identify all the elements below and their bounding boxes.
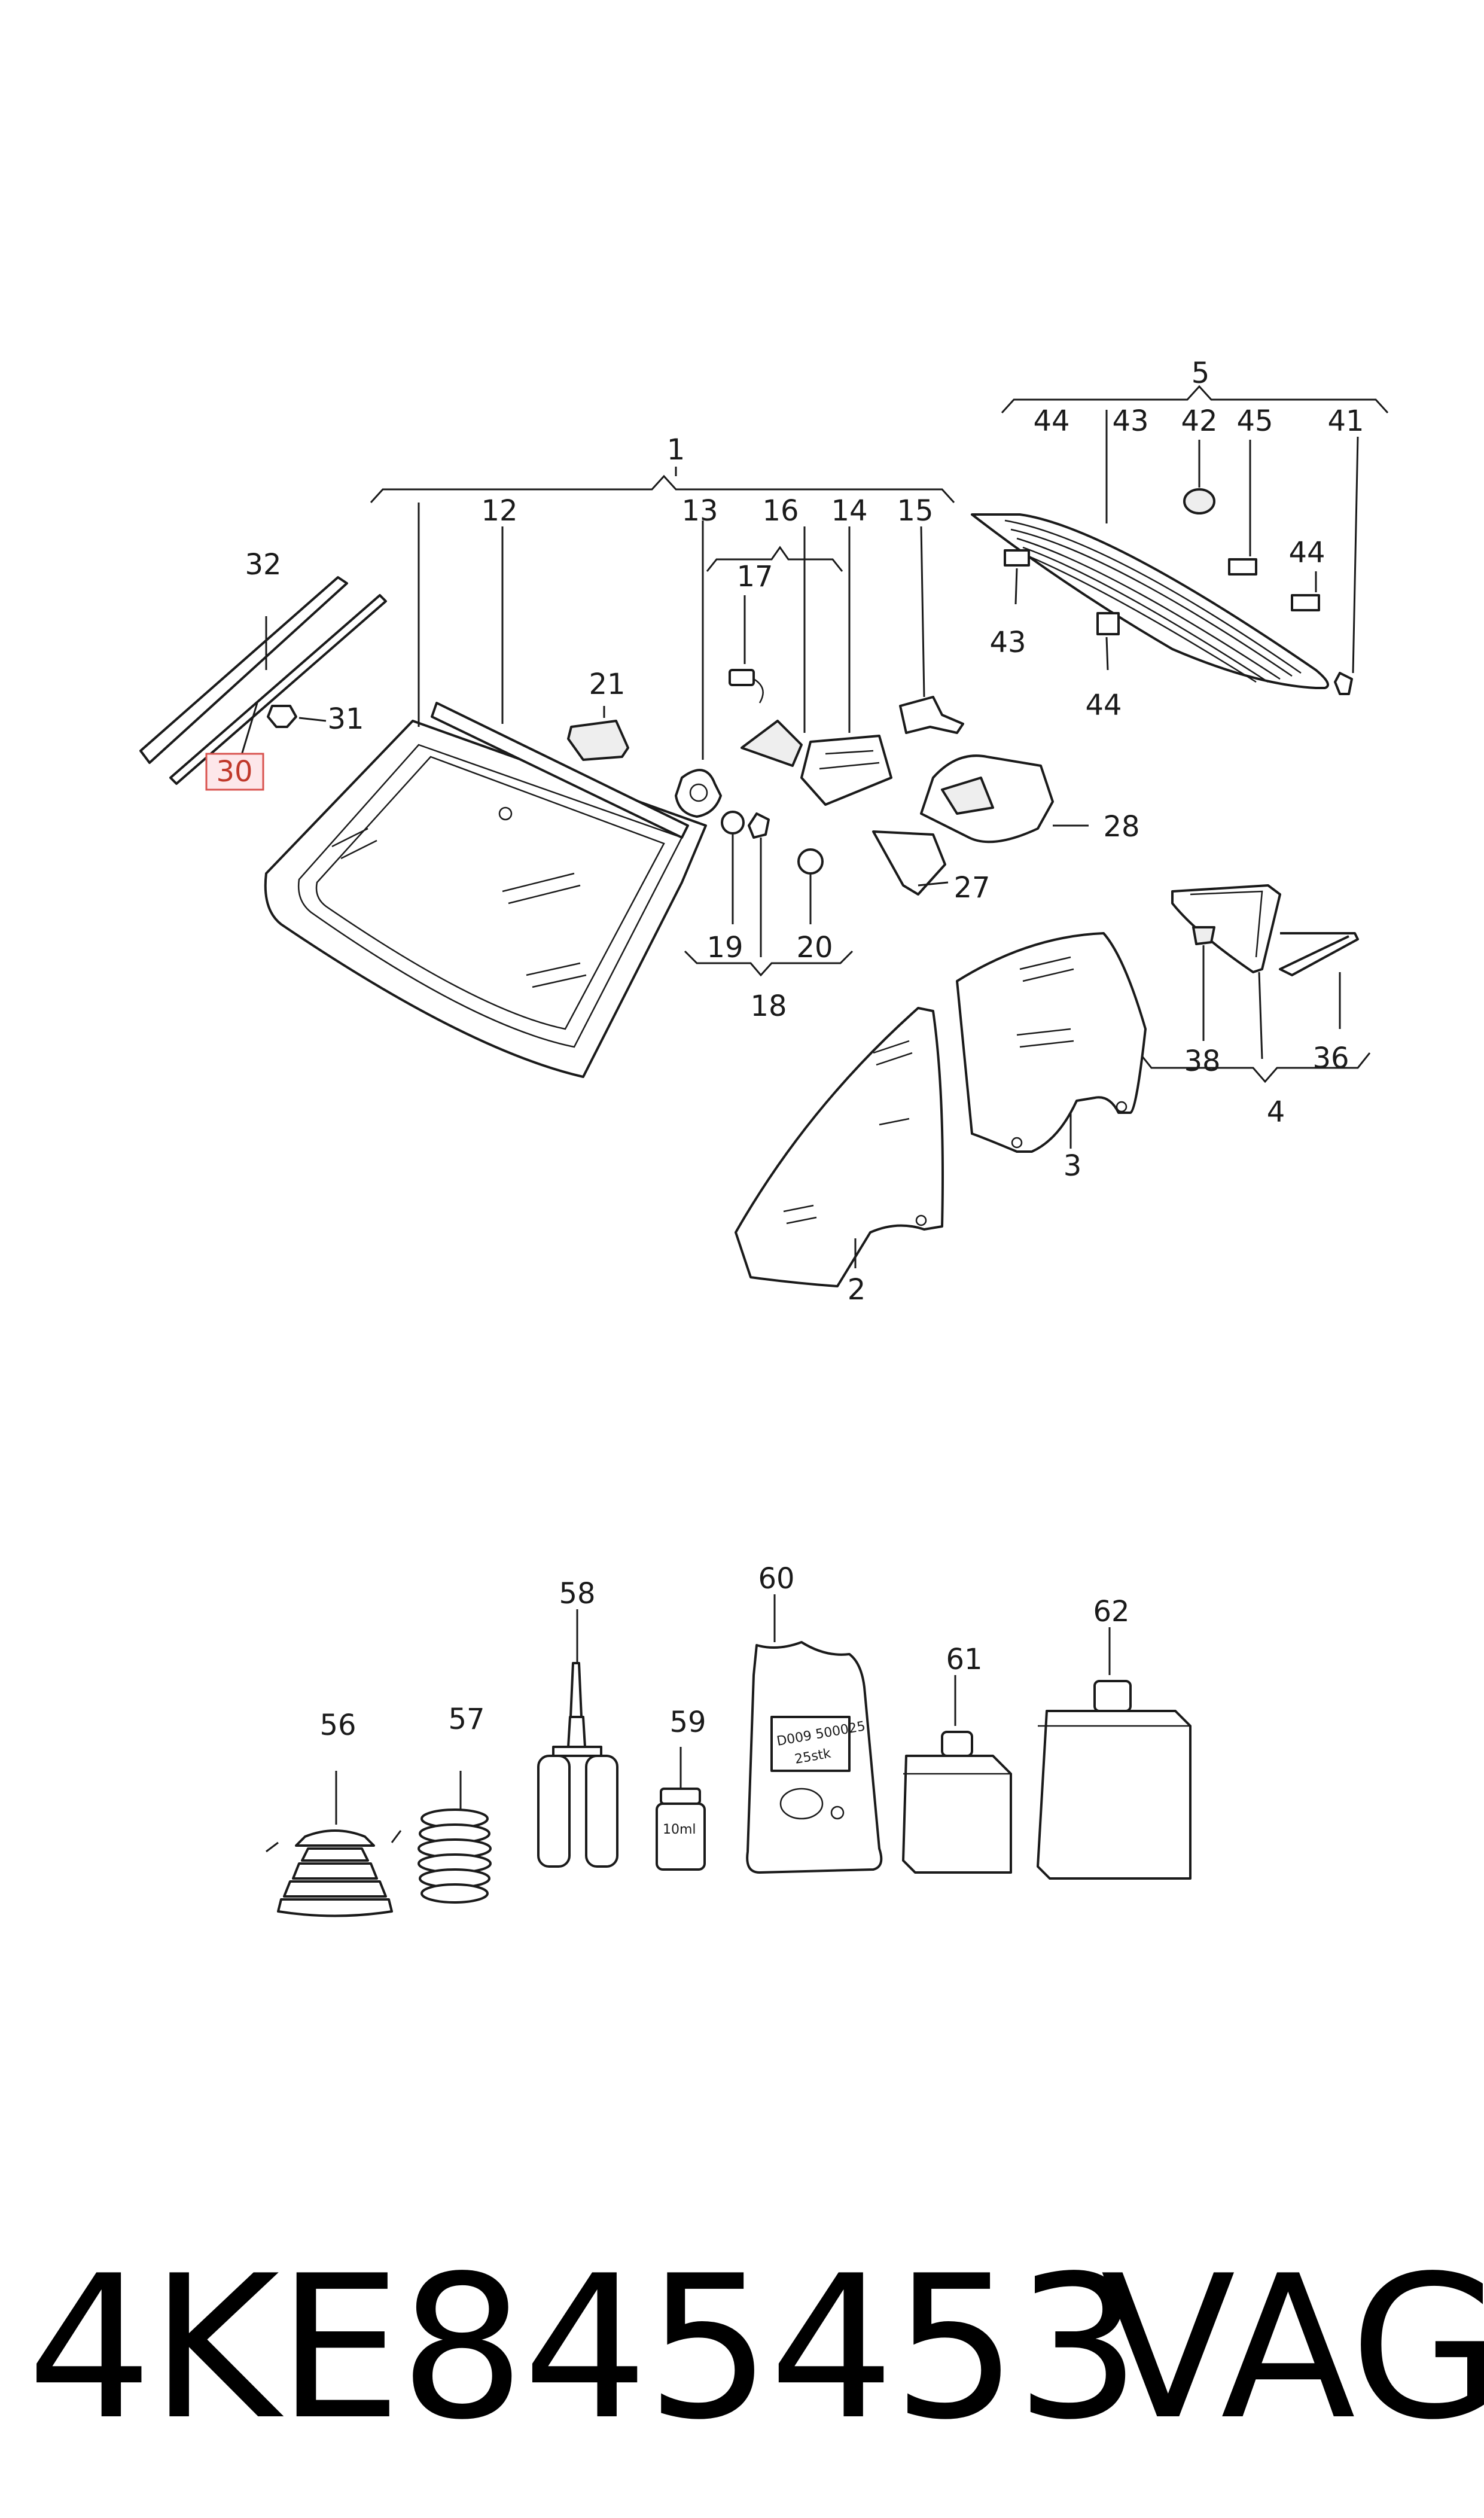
- sensor-cover-part: [567, 706, 629, 761]
- callout-label: 4: [1267, 1095, 1285, 1129]
- callout-label: 21: [589, 668, 625, 701]
- callout-label: 44: [1033, 404, 1069, 438]
- spring-coil-part: [418, 1771, 492, 1904]
- callout-label: 13: [681, 494, 718, 528]
- callout-label: 41: [1327, 404, 1364, 438]
- sensor-plug-part: [729, 595, 764, 704]
- windshield-part: [264, 503, 707, 1078]
- mirror-cover-part: [920, 754, 1089, 844]
- callout-label: 44: [1288, 536, 1325, 570]
- highlight-callout-30-box: [205, 753, 264, 791]
- callout-label: 43: [1112, 404, 1148, 438]
- callout-label: 19: [706, 931, 743, 964]
- quarter-glass-part: [1171, 884, 1359, 1059]
- callout-label: 42: [1181, 404, 1217, 438]
- brand-caption: VAG: [1101, 2233, 1484, 2463]
- door-glass-front-part: [735, 1007, 944, 1287]
- bracket-group-1: [370, 467, 955, 504]
- cleaning-cloth-bag-part: D009 500025 25stk: [746, 1594, 883, 1874]
- callout-label: 5: [1192, 357, 1210, 390]
- callout-label: 43: [989, 626, 1026, 659]
- door-glass-rear-part: [956, 932, 1147, 1153]
- callout-label: 38: [1184, 1045, 1220, 1078]
- bracket-group-4: [1138, 1052, 1371, 1083]
- mirror-mount-part: [675, 520, 722, 818]
- sensor-bracket-part: [741, 526, 892, 806]
- spacer-coil-part: [266, 1771, 402, 1917]
- callout-label: 59: [669, 1706, 706, 1739]
- small-clip-19-part: [721, 811, 745, 924]
- callout-label: 31: [327, 702, 364, 736]
- bracket-group-5: [1001, 385, 1389, 414]
- small-bottle-part: [902, 1675, 1012, 1874]
- windshield-top-seal-part: [431, 526, 689, 839]
- bracket-group-18: [684, 950, 854, 977]
- callout-label: 60: [758, 1562, 794, 1596]
- clip-part: [267, 705, 327, 728]
- callout-label: 61: [946, 1643, 982, 1676]
- callout-label: 32: [245, 548, 281, 581]
- large-bottle-part: [1037, 1627, 1192, 1880]
- callout-label: 27: [953, 871, 990, 905]
- callout-label: 36: [1312, 1042, 1349, 1075]
- callout-label: 2: [848, 1273, 866, 1307]
- callout-label: 15: [897, 494, 933, 528]
- callout-label: 45: [1236, 404, 1273, 438]
- bracket-group-16: [706, 546, 843, 572]
- small-clip-20-part: [748, 812, 824, 957]
- primer-vial-part: 10ml: [656, 1747, 706, 1871]
- callout-label: 1: [667, 433, 685, 467]
- trim-cover-part: [872, 830, 949, 896]
- dual-cartridge-part: [537, 1609, 618, 1868]
- callout-label: 20: [796, 931, 833, 964]
- rear-window-part: [971, 410, 1359, 695]
- a-pillar-moulding-part: [139, 576, 387, 785]
- bracket-clip-part: [899, 526, 964, 734]
- callout-label: 18: [750, 989, 787, 1023]
- callout-label: 57: [448, 1703, 484, 1736]
- part-number-caption: 4KE845453: [27, 2233, 1141, 2463]
- callout-label: 58: [559, 1577, 595, 1610]
- callout-label: 44: [1085, 689, 1122, 722]
- callout-label: 3: [1064, 1149, 1082, 1183]
- callout-label: 16: [762, 494, 799, 528]
- callout-label: 12: [481, 494, 517, 528]
- callout-label-highlighted: 30: [216, 755, 252, 788]
- callout-label: 17: [736, 560, 773, 593]
- vial-volume-print: 10ml: [663, 1822, 696, 1837]
- callout-label: 14: [831, 494, 867, 528]
- callout-label: 28: [1103, 810, 1139, 844]
- callout-label: 56: [319, 1709, 356, 1742]
- callout-label: 62: [1093, 1595, 1129, 1628]
